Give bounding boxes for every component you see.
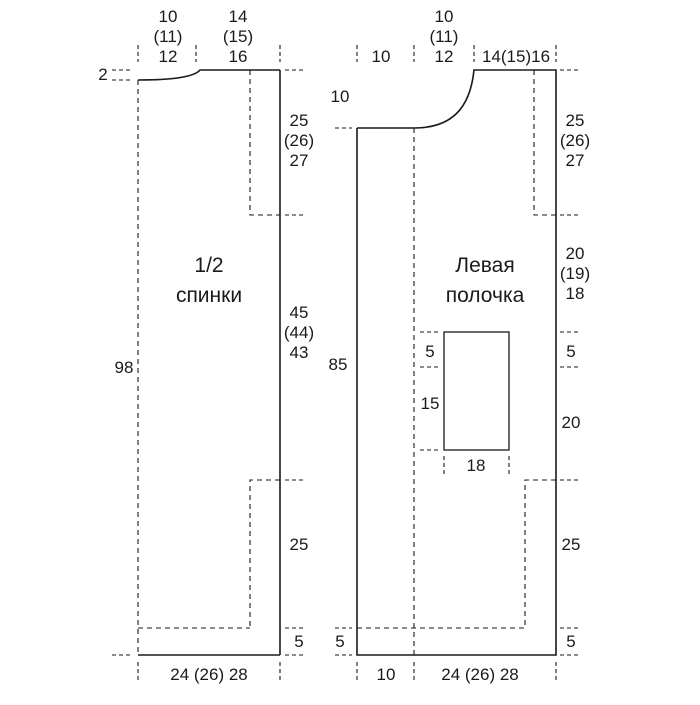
back-neck-width-label: 10	[159, 7, 178, 26]
back-side-label: 45	[290, 303, 309, 322]
front-title: Левая	[455, 254, 514, 277]
front-neck-width-label: 10	[435, 7, 454, 26]
front-armhole-label: 25	[566, 111, 585, 130]
front-slit-line	[524, 479, 556, 628]
front-placket-bottom-label: 10	[377, 665, 396, 684]
front-hem-right-label: 5	[566, 632, 575, 651]
back-armhole-label: (26)	[284, 131, 314, 150]
back-slit-line	[249, 479, 280, 628]
front-side-upper-label: 18	[566, 284, 585, 303]
back-armhole-label: 27	[290, 151, 309, 170]
front-outline	[356, 69, 557, 656]
back-side-label: 43	[290, 343, 309, 362]
pocket-gap-label: 5	[425, 342, 434, 361]
front-placket-width-label: 10	[372, 47, 391, 66]
front-piece: 10 10 (11) 12 14(15)16 10 85 5 15 18 5 2…	[329, 7, 591, 684]
back-armhole-line	[249, 70, 280, 216]
back-shoulder-width-label: 16	[229, 47, 248, 66]
back-neck-width-label: 12	[159, 47, 178, 66]
pocket-height-label: 15	[421, 394, 440, 413]
front-side-upper-label: (19)	[560, 264, 590, 283]
front-title: полочка	[446, 284, 525, 307]
front-height-label: 85	[329, 355, 348, 374]
front-armhole-line	[533, 70, 556, 216]
back-shoulder-width-label: 14	[229, 7, 248, 26]
pocket-width-label: 18	[467, 456, 486, 475]
back-neck-width-label: (11)	[154, 27, 183, 46]
back-shoulder-width-label: (15)	[223, 27, 253, 46]
front-neck-depth-label: 10	[331, 87, 350, 106]
back-title: спинки	[176, 284, 242, 307]
pocket-top-offset-label: 5	[566, 342, 575, 361]
back-width-label: 24 (26) 28	[170, 665, 248, 684]
back-title: 1/2	[194, 254, 223, 277]
back-neck-depth-label: 2	[98, 65, 107, 84]
back-hem-label: 5	[294, 632, 303, 651]
front-side-mid-label: 20	[562, 413, 581, 432]
front-side-upper-label: 20	[566, 244, 585, 263]
back-slit-label: 25	[290, 535, 309, 554]
front-shoulder-width-label: 14(15)16	[482, 47, 550, 66]
front-armhole-label: (26)	[560, 131, 590, 150]
front-hem-left-label: 5	[335, 632, 344, 651]
back-piece: 10 (11) 12 14 (15) 16 2 98 25 (26) 27 45…	[98, 7, 314, 684]
front-width-label: 24 (26) 28	[441, 665, 519, 684]
back-height-label: 98	[115, 358, 134, 377]
pocket	[443, 331, 510, 451]
back-outline	[137, 69, 281, 656]
back-side-label: (44)	[284, 323, 314, 342]
front-slit-label: 25	[562, 535, 581, 554]
front-neck-width-label: (11)	[430, 27, 459, 46]
back-armhole-label: 25	[290, 111, 309, 130]
front-neck-width-label: 12	[435, 47, 454, 66]
front-armhole-label: 27	[566, 151, 585, 170]
